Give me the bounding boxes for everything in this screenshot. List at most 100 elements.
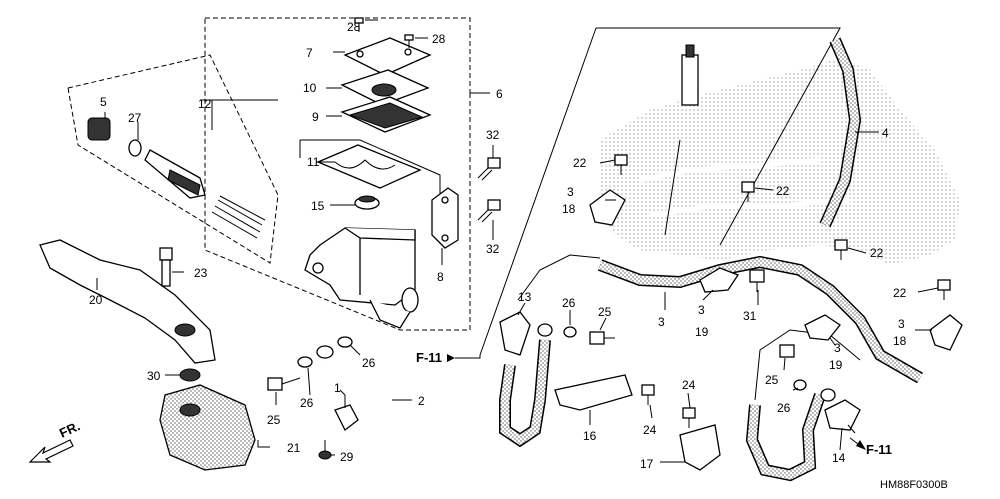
bolt-22-b bbox=[741, 181, 755, 202]
hose-3-main-fill bbox=[598, 257, 923, 382]
callout-3-e: 3 bbox=[834, 341, 841, 355]
circlip bbox=[128, 139, 142, 157]
hose-lower-right-fill bbox=[747, 393, 825, 480]
clamp-3-18-left bbox=[589, 189, 626, 226]
bracket-16 bbox=[554, 374, 633, 411]
bolt-25-right bbox=[779, 344, 795, 358]
front-label: FR. bbox=[57, 418, 82, 440]
f11-pointer-line bbox=[455, 355, 481, 359]
callout-28-b: 28 bbox=[432, 32, 446, 46]
callout-23: 23 bbox=[194, 266, 208, 280]
callout-3-a: 3 bbox=[658, 315, 665, 329]
callout-29: 29 bbox=[340, 450, 354, 464]
front-arrow: FR. bbox=[28, 418, 82, 463]
clamp-13 bbox=[499, 311, 531, 356]
washer-26-mid bbox=[563, 326, 577, 338]
bolt-25-left bbox=[267, 377, 301, 391]
bracket-17 bbox=[679, 424, 721, 471]
bolt-31 bbox=[749, 269, 765, 292]
hose-3-upper-line bbox=[517, 254, 601, 301]
lever-cover bbox=[159, 384, 256, 471]
callout-20: 20 bbox=[89, 293, 103, 307]
screw-28-b bbox=[404, 34, 414, 48]
callout-30: 30 bbox=[147, 369, 161, 383]
diagram-code: HM88F0300B bbox=[880, 479, 948, 491]
callout-9: 9 bbox=[312, 110, 319, 124]
brake-switch bbox=[334, 395, 359, 431]
callout-4: 4 bbox=[882, 126, 889, 140]
callout-15: 15 bbox=[311, 199, 325, 213]
callout-7: 7 bbox=[306, 46, 313, 60]
callout-24-a: 24 bbox=[643, 423, 657, 437]
spring bbox=[211, 195, 266, 239]
banjo-fitting bbox=[316, 345, 334, 359]
master-cylinder-body bbox=[304, 227, 419, 329]
callout-25-a: 25 bbox=[267, 413, 281, 427]
reservoir-cap bbox=[343, 37, 432, 76]
callout-6: 6 bbox=[496, 87, 503, 101]
brake-lever bbox=[39, 239, 216, 364]
callout-18-b: 18 bbox=[893, 334, 907, 348]
hose-lower-right-line bbox=[754, 329, 861, 401]
clamp-3-19-mid bbox=[699, 267, 739, 293]
holder-clamp bbox=[431, 187, 459, 249]
washer-26-right-lower bbox=[793, 379, 807, 391]
callout-19-b: 19 bbox=[829, 358, 843, 372]
callout-19-a: 19 bbox=[695, 325, 709, 339]
hose-end-right bbox=[820, 388, 836, 402]
screw-32-top bbox=[477, 157, 501, 181]
callout-18-a: 18 bbox=[562, 202, 576, 216]
callout-5: 5 bbox=[100, 95, 107, 109]
callout-2: 2 bbox=[418, 394, 425, 408]
hose-group-box bbox=[479, 27, 695, 356]
f11-arrow-right bbox=[856, 440, 866, 450]
piston-assembly bbox=[144, 149, 206, 199]
clamp-14 bbox=[824, 399, 861, 431]
hose-end-left bbox=[537, 323, 553, 337]
float-plate bbox=[316, 144, 422, 189]
diaphragm-plate bbox=[340, 69, 430, 106]
screw-29 bbox=[318, 440, 332, 460]
wing-logo bbox=[600, 58, 960, 265]
f11-label-right: F-11 bbox=[866, 442, 892, 457]
callout-14: 14 bbox=[832, 451, 846, 465]
bolt-22-c bbox=[834, 239, 848, 260]
hose-4-pipe bbox=[664, 139, 681, 236]
callout-26-d: 26 bbox=[777, 401, 791, 415]
hose-2-fill bbox=[323, 356, 396, 461]
callout-8: 8 bbox=[437, 270, 444, 284]
callout-22-b: 22 bbox=[776, 184, 790, 198]
clamp-3-18-right bbox=[929, 314, 963, 351]
callout-1: 1 bbox=[334, 381, 341, 395]
callout-28-a: 28 bbox=[347, 20, 361, 34]
callout-26-c: 26 bbox=[562, 296, 576, 310]
hose-group-box-right bbox=[695, 27, 841, 246]
piston-group-box bbox=[67, 54, 279, 264]
callout-26-a: 26 bbox=[300, 396, 314, 410]
float-plate-box bbox=[299, 139, 441, 195]
f11-label-left: F-11 bbox=[416, 350, 442, 365]
callout-16: 16 bbox=[583, 429, 597, 443]
callout-13: 13 bbox=[518, 290, 532, 304]
callout-3-d: 3 bbox=[898, 317, 905, 331]
callout-32-a: 32 bbox=[486, 128, 500, 142]
callout-22-c: 22 bbox=[870, 246, 884, 260]
callout-24-b: 24 bbox=[682, 378, 696, 392]
piston-boot bbox=[87, 117, 111, 141]
diaphragm bbox=[340, 96, 432, 133]
callout-12: 12 bbox=[198, 97, 212, 111]
callout-25-b: 25 bbox=[598, 305, 612, 319]
washer-26-left bbox=[297, 356, 313, 368]
bolt-22-d bbox=[937, 279, 951, 300]
callout-3-c: 3 bbox=[567, 185, 574, 199]
callout-22-d: 22 bbox=[893, 286, 907, 300]
hose-joint-top bbox=[681, 44, 699, 106]
bolt-24-b bbox=[682, 407, 696, 428]
callout-11: 11 bbox=[307, 155, 320, 169]
callout-3-b: 3 bbox=[698, 303, 705, 317]
callout-32-b: 32 bbox=[486, 242, 500, 256]
lever-nut bbox=[179, 368, 201, 382]
clamp-3-19-right bbox=[804, 314, 841, 341]
